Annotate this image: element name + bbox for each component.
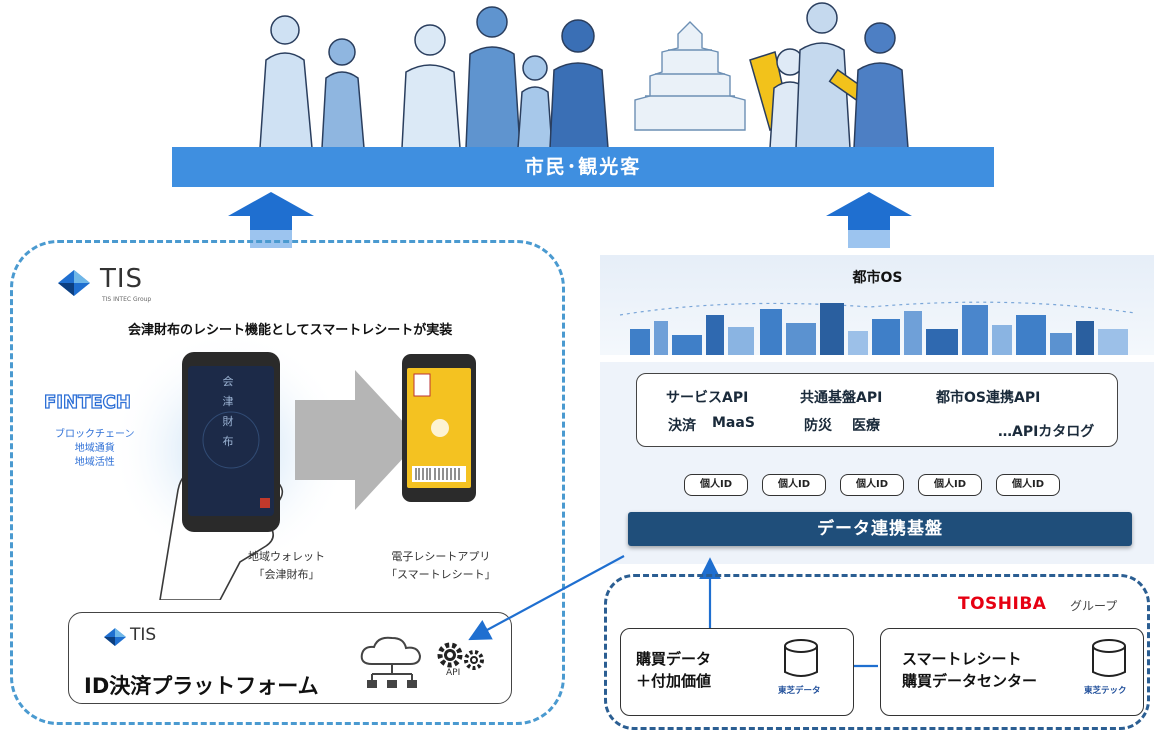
purchase-data-line2: ＋付加価値 <box>636 672 712 690</box>
purchase-data-text: 購買データ ＋付加価値 <box>636 648 711 692</box>
personal-id-badge: 個人ID <box>684 474 748 496</box>
database-icon <box>784 639 818 677</box>
smart-receipt-line2: 購買データセンター <box>902 672 1038 690</box>
fintech-keyword: 地域活性 <box>74 457 115 468</box>
api-catalog-box <box>636 373 1118 447</box>
toshiba-region <box>604 574 1150 730</box>
city-os-panel: 都市OS <box>600 255 1154 355</box>
up-arrow-icon <box>228 192 314 248</box>
tis-logo-text: TIS <box>100 264 144 294</box>
fintech-keyword: 地域通貨 <box>74 443 115 454</box>
toshiba-group-label: グループ <box>1070 599 1118 613</box>
fintech-title: FINTECH <box>43 391 131 413</box>
toshiba-tec-db-label: 東芝テック <box>1084 686 1127 696</box>
phone-screen-text: 会津財布 <box>222 375 234 448</box>
disaster-prevention-label: 防災 <box>804 418 832 434</box>
service-api-label: サービスAPI <box>666 390 749 406</box>
medical-label: 医療 <box>852 418 880 434</box>
personal-id-badge: 個人ID <box>840 474 904 496</box>
phone-illustration <box>120 330 420 600</box>
cloud-network-icon <box>360 636 422 688</box>
tis-region <box>10 240 565 725</box>
citizens-tourists-banner: 市民･観光客 <box>172 147 994 187</box>
tis-diamond-icon <box>104 628 126 646</box>
common-platform-api-label: 共通基盤API <box>800 390 883 406</box>
toshiba-data-db-label: 東芝データ <box>778 686 821 696</box>
tis-logo: TIS TIS INTEC Group <box>58 264 218 306</box>
purchase-data-line1: 購買データ <box>636 650 712 668</box>
payment-label: 決済 <box>668 418 696 434</box>
wallet-label-line1: 地域ウォレット <box>248 550 325 563</box>
receipt-app-label: 電子レシートアプリ 「スマートレシート」 <box>386 548 496 584</box>
platform-title: ID決済プラットフォーム <box>84 674 319 698</box>
wallet-label-line2: 「会津財布」 <box>253 568 320 581</box>
database-icon <box>1092 639 1126 677</box>
api-catalog-label: …APIカタログ <box>998 424 1095 440</box>
up-arrow-icon <box>826 192 912 248</box>
fintech-keyword: ブロックチェーン <box>55 429 135 440</box>
data-integration-platform-bar: データ連携基盤 <box>628 512 1132 546</box>
people-figures <box>259 2 909 148</box>
city-skyline-illustration <box>619 301 1136 355</box>
smart-receipt-line1: スマートレシート <box>902 650 1022 668</box>
big-arrow-icon <box>295 370 420 510</box>
platform-tis-logo: TIS <box>130 625 157 645</box>
phone-screen <box>188 366 274 516</box>
smart-receipt-center-text: スマートレシート 購買データセンター <box>902 648 1037 692</box>
castle-illustration <box>634 21 746 131</box>
fintech-keywords: ブロックチェーン 地域通貨 地域活性 <box>55 428 135 470</box>
personal-id-badge: 個人ID <box>918 474 982 496</box>
receipt-label-line1: 電子レシートアプリ <box>391 550 491 563</box>
tis-logo-subtitle: TIS INTEC Group <box>102 296 152 303</box>
tis-diamond-icon <box>58 270 90 296</box>
receipt-phone <box>402 354 476 502</box>
maas-label: MaaS <box>712 415 755 431</box>
crowd-illustration <box>259 2 909 148</box>
receipt-label-line2: 「スマートレシート」 <box>386 568 496 581</box>
api-label: API <box>446 668 461 678</box>
wallet-label: 地域ウォレット 「会津財布」 <box>248 548 325 584</box>
personal-id-badge: 個人ID <box>996 474 1060 496</box>
city-os-title: 都市OS <box>852 270 903 286</box>
city-os-link-api-label: 都市OS連携API <box>936 390 1041 406</box>
personal-id-badge: 個人ID <box>762 474 826 496</box>
gear-icon <box>437 642 484 670</box>
toshiba-logo: TOSHIBA <box>958 594 1047 614</box>
